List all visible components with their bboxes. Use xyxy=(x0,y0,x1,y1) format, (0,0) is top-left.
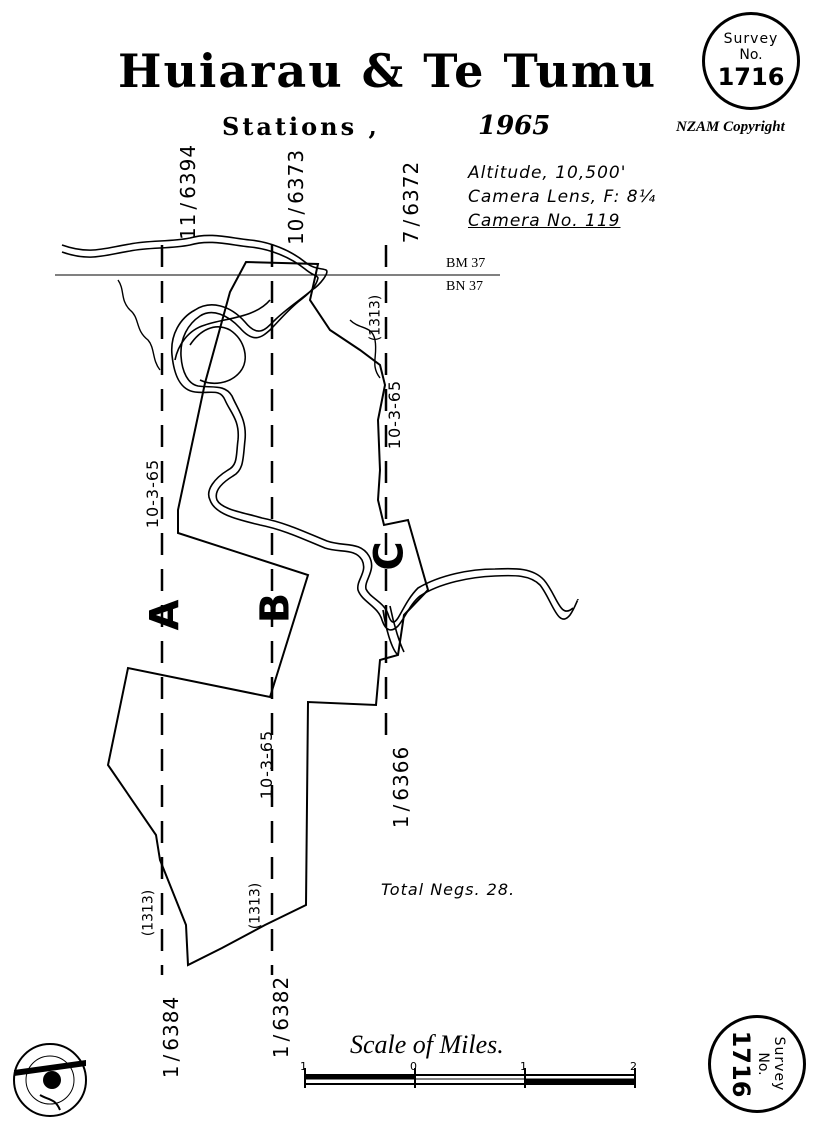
benchmark-lower: BN 37 xyxy=(446,279,483,294)
run-b-letter: B xyxy=(252,592,299,624)
company-logo xyxy=(13,1043,87,1117)
run-c-date: 10-3-65 xyxy=(385,379,405,450)
stamp-no-label: No. xyxy=(755,1052,771,1076)
river xyxy=(61,234,579,656)
altitude-info: Altitude, 10,500' xyxy=(468,163,627,183)
run-a-end-label: 1/6384 xyxy=(159,995,184,1079)
total-negs-note: Total Negs. 28. xyxy=(381,880,516,899)
run-a-start-label: 11/6394 xyxy=(176,143,201,241)
run-b-date: 10-3-65 xyxy=(257,729,277,800)
lens-info: Camera Lens, F: 8¼ xyxy=(468,187,657,207)
run-a-film: (1313) xyxy=(140,889,157,937)
benchmark-upper: BM 37 xyxy=(446,256,486,271)
run-a-letter: A xyxy=(142,599,189,631)
stamp-label: Survey xyxy=(771,1036,787,1092)
run-b-start-label: 10/6373 xyxy=(284,148,309,246)
run-c-end-label: 1/6366 xyxy=(389,745,414,829)
stamp-no-label: No. xyxy=(739,47,763,63)
survey-stamp-top: Survey No. 1716 xyxy=(702,12,800,110)
scale-label-1b: 1 xyxy=(520,1060,527,1073)
run-c-film: (1313) xyxy=(367,294,384,342)
survey-stamp-bottom: Survey No. 1716 xyxy=(708,1015,806,1113)
scale-title: Scale of Miles. xyxy=(350,1030,504,1059)
stream xyxy=(349,319,381,379)
scale-label-2: 2 xyxy=(630,1060,637,1073)
scale-bar xyxy=(304,1068,636,1088)
run-a-date: 10-3-65 xyxy=(143,458,163,529)
copyright-note: NZAM Copyright xyxy=(676,119,785,135)
stamp-label: Survey xyxy=(723,31,779,47)
scale-label-0: 0 xyxy=(410,1060,417,1073)
camera-info: Camera No. 119 xyxy=(468,211,621,231)
run-b-film: (1313) xyxy=(247,882,264,930)
map-title: Huiarau & Te Tumu xyxy=(118,44,658,98)
map-subtitle: Stations , xyxy=(222,112,380,141)
stamp-number: 1716 xyxy=(717,63,785,91)
map-year: 1965 xyxy=(478,111,551,141)
stamp-number: 1716 xyxy=(727,1030,755,1098)
run-c-letter: C xyxy=(366,541,413,571)
run-c-start-label: 7/6372 xyxy=(399,160,424,244)
scale-label-1: 1 xyxy=(300,1060,307,1073)
stream xyxy=(117,279,161,371)
run-b-end-label: 1/6382 xyxy=(269,975,294,1059)
